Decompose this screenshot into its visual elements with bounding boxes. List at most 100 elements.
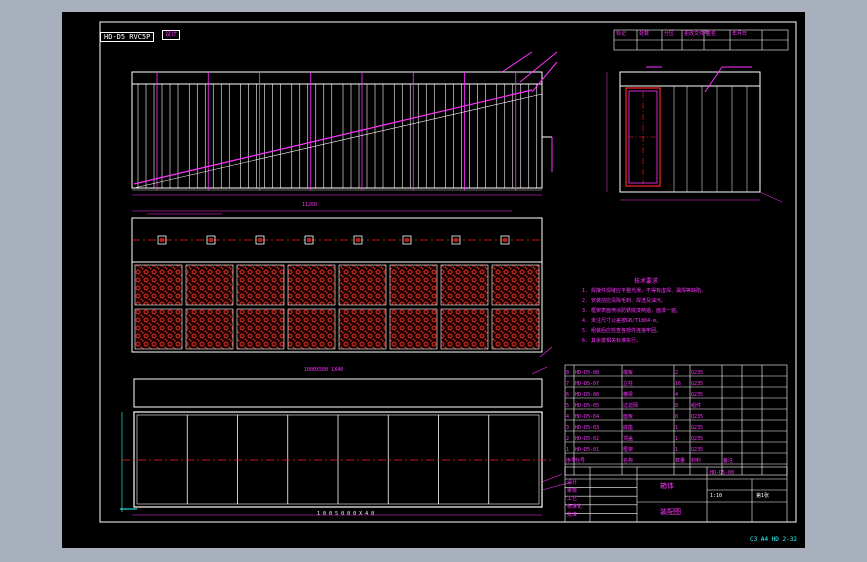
mounting-box [402, 235, 412, 245]
bom-cell: 1 [675, 424, 679, 431]
bom-cell: Q235 [691, 369, 704, 376]
bom-cell: Q235 [691, 391, 704, 398]
filter-mesh-panel [134, 308, 183, 350]
bom-cell: 16 [675, 380, 682, 387]
bom-cell: 序号 [566, 457, 577, 464]
bom-cell: HD-D5-03 [575, 424, 600, 431]
bom-row: 序号代号名称数量材料备注 [566, 455, 786, 466]
filter-mesh-panel [236, 308, 285, 350]
bom-cell: HD-D5-04 [575, 413, 600, 420]
bom-cell: 备注 [723, 457, 734, 464]
drawing-border [99, 21, 797, 523]
filter-mesh-panel [491, 264, 540, 306]
bom-cell: 2 [566, 435, 570, 442]
mounting-box-fill [454, 238, 458, 242]
bom-cell: 8 [675, 413, 679, 420]
bom-cell: 1 [566, 446, 570, 453]
signature-label: 工艺 [567, 496, 578, 502]
mounting-box-fill [405, 238, 409, 242]
filter-mesh-panel [236, 264, 285, 306]
front-view-dimension: 11260 [302, 202, 318, 208]
note-item: 6. 其余按相关标准执行。 [582, 338, 642, 344]
side-elevation-view [606, 66, 783, 203]
signature-labels: 设计 审核 工艺 标准化 批准 [567, 480, 582, 518]
notes-list: 1. 焊接件焊缝应平整光滑，不得有虚焊、漏焊等缺陷。 2. 安装前应清除毛刺、焊… [582, 288, 782, 344]
bom-cell: HD-D5-05 [575, 402, 600, 409]
revision-header-cell: 标记 [616, 31, 627, 37]
filter-mesh-panel [389, 308, 438, 350]
bom-cell: 6 [566, 391, 570, 398]
bom-cell: HD-D5-01 [575, 446, 600, 453]
bom-cell: Q235 [691, 413, 704, 420]
title-tag-note: 设计 [162, 30, 181, 40]
bom-cell: 3 [566, 424, 570, 431]
bom-cell: 横梁 [623, 391, 634, 398]
filter-plan-view [131, 210, 553, 358]
bom-cell: 端板 [623, 369, 634, 376]
mounting-box [451, 235, 461, 245]
assembly-name: 装配图 [660, 508, 681, 516]
mounting-box-fill [209, 238, 213, 242]
bom-table [564, 364, 788, 476]
note-item: 5. 组装后应检查各部件连接牢固。 [582, 328, 662, 334]
bom-cell: 面板 [623, 413, 634, 420]
bom-cell: 5 [566, 402, 570, 409]
revision-table [613, 29, 789, 51]
revision-header-cell: 签名 [706, 31, 717, 37]
bom-cell: 立柱 [623, 380, 634, 387]
signature-label: 审核 [567, 488, 578, 494]
bom-cell: 过滤网 [623, 402, 639, 409]
bom-cell: 组件 [691, 402, 702, 409]
mounting-box-fill [160, 238, 164, 242]
filter-mesh-panel [185, 264, 234, 306]
filter-mesh-panel [338, 308, 387, 350]
revision-header-row: 标记 处数 分区 更改文件号 签名 年月日 [616, 31, 788, 37]
note-item: 2. 安装前应清除毛刺、焊渣及油污。 [582, 298, 667, 304]
signature-label: 标准化 [567, 504, 583, 510]
mounting-box [157, 235, 167, 245]
bom-cell: 4 [566, 413, 570, 420]
mounting-box-fill [356, 238, 360, 242]
drawing-title-tag: HD-D5 RVC5P [100, 32, 155, 42]
revision-header-cell: 处数 [639, 31, 650, 37]
drawing-sheet[interactable]: HD-D5 RVC5P 设计 11260 1 0 0 5 0 0 0 X 4 0… [62, 12, 805, 548]
signature-label: 设计 [567, 480, 578, 486]
bom-cell: 数量 [675, 457, 686, 464]
bom-row: 8 HD-D5-08 端板 2 Q235 [566, 367, 786, 378]
title-block [564, 466, 788, 523]
note-item: 3. 框架表面喷涂防锈底漆两遍，面漆一遍。 [582, 308, 682, 314]
filter-mesh-panel [185, 308, 234, 350]
mounting-box-fill [503, 238, 507, 242]
revision-header-cell: 分区 [664, 31, 675, 37]
bom-cell: HD-D5-06 [575, 391, 600, 398]
notes-heading: 技术要求 [634, 278, 659, 285]
bom-cell: Q235 [691, 380, 704, 387]
revision-header-cell: 年月日 [732, 31, 748, 37]
front-elevation-view [131, 51, 558, 196]
bom-cell: HD-D5-07 [575, 380, 600, 387]
mounting-box [255, 235, 265, 245]
bom-cell: 8 [566, 369, 570, 376]
cad-drawing-canvas[interactable] [62, 12, 805, 548]
mounting-box [500, 235, 510, 245]
bom-cell: 8 [675, 402, 679, 409]
bom-cell: HD-D5-08 [575, 369, 600, 376]
bom-cell: 2 [675, 369, 679, 376]
bom-row: 4 HD-D5-04 面板 8 Q235 [566, 411, 786, 422]
drawing-scale: 1:10 [710, 493, 723, 499]
drawing-sheet-count: 第1张 [756, 493, 770, 499]
filter-mesh-panel [134, 264, 183, 306]
lower-view-dimension: 1 0 0 5 0 0 0 X 4 0 [317, 511, 375, 517]
bom-cell: Q235 [691, 446, 704, 453]
part-name: 箱体 [660, 482, 674, 490]
filter-mesh-panel [287, 308, 336, 350]
drawing-code: HD-D5-00 [710, 470, 735, 476]
filter-mesh-panel [338, 264, 387, 306]
revision-header-cell: 更改文件号 [684, 31, 710, 37]
note-item: 1. 焊接件焊缝应平整光滑，不得有虚焊、漏焊等缺陷。 [582, 288, 707, 294]
bom-cell: 材料 [691, 457, 702, 464]
